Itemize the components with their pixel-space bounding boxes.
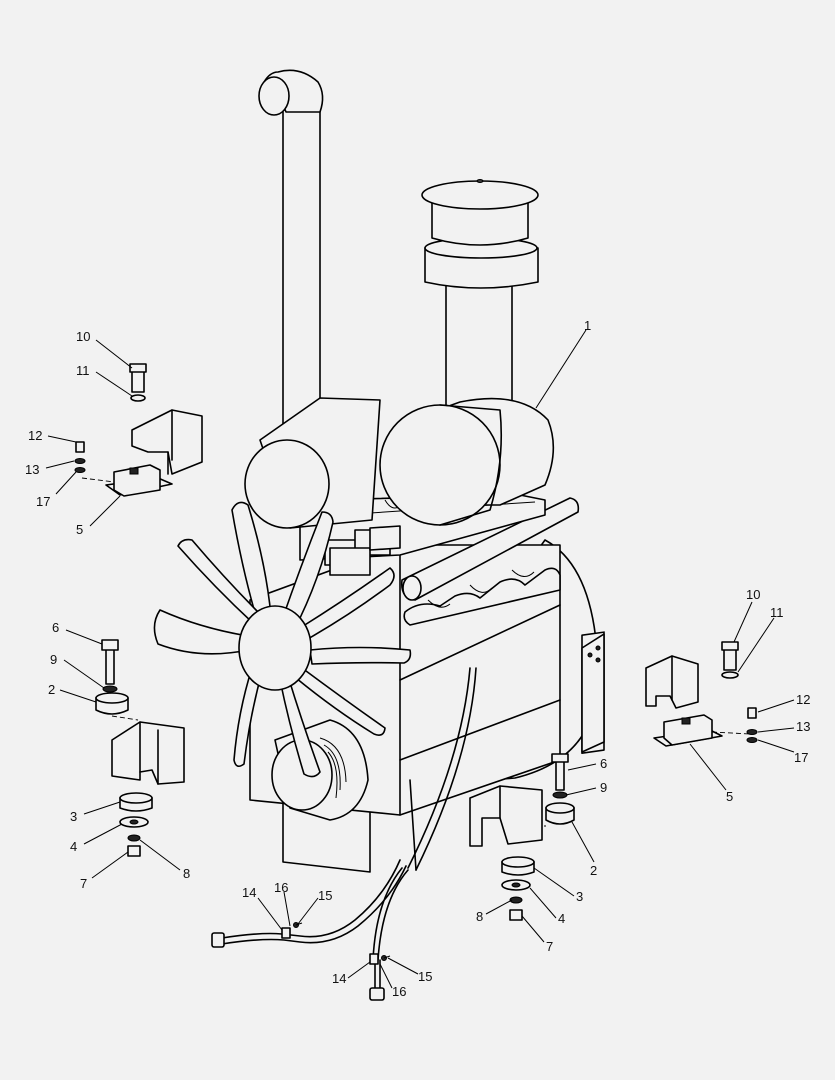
callout-7-right: 7 <box>546 939 553 954</box>
callout-6-right: 6 <box>600 756 607 771</box>
right-lower-mount-group <box>469 753 575 921</box>
callout-8-left: 8 <box>183 866 190 881</box>
callout-11-left: 11 <box>76 363 90 378</box>
callout-17-left: 17 <box>36 494 50 509</box>
callout-9-right: 9 <box>600 780 607 795</box>
callout-7-left: 7 <box>80 876 87 891</box>
callout-5-left: 5 <box>76 522 83 537</box>
callout-15-lower: 15 <box>418 969 432 984</box>
callout-9-left: 9 <box>50 652 57 667</box>
callout-4-left: 4 <box>70 839 77 854</box>
callout-13-left: 13 <box>25 462 39 477</box>
callout-16-upper: 16 <box>274 880 288 895</box>
air-cleaner <box>421 179 539 411</box>
right-upper-mount-group <box>645 641 758 747</box>
cooling-fan <box>153 501 412 778</box>
callout-3-right: 3 <box>576 889 583 904</box>
callout-10-right: 10 <box>746 587 760 602</box>
leader-lines <box>45 329 795 989</box>
callout-labels: 1 10 11 12 13 17 5 6 9 2 3 4 7 8 10 11 1… <box>25 318 810 999</box>
exhaust-stack <box>258 69 324 441</box>
callout-3-left: 3 <box>70 809 77 824</box>
callout-5-right: 5 <box>726 789 733 804</box>
callout-12-right: 12 <box>796 692 810 707</box>
callout-2-left: 2 <box>48 682 55 697</box>
left-lower-mount-group <box>95 639 185 857</box>
callout-13-right: 13 <box>796 719 810 734</box>
callout-14-upper: 14 <box>242 885 256 900</box>
callout-4-right: 4 <box>558 911 565 926</box>
left-upper-mount-group <box>74 363 203 497</box>
engine-assembly <box>153 69 605 873</box>
muffler-canister <box>244 397 381 529</box>
callout-16-lower: 16 <box>392 984 406 999</box>
callout-2-right: 2 <box>590 863 597 878</box>
callout-8-right: 8 <box>476 909 483 924</box>
callout-1: 1 <box>584 318 591 333</box>
callout-10-left: 10 <box>76 329 90 344</box>
intake-manifold <box>400 497 580 626</box>
air-cleaner-housing <box>379 397 555 526</box>
callout-14-lower: 14 <box>332 971 346 986</box>
callout-11-right: 11 <box>770 605 784 620</box>
callout-15-upper: 15 <box>318 888 332 903</box>
callout-17-right: 17 <box>794 750 808 765</box>
wiring-harness <box>211 859 409 1001</box>
callout-12-left: 12 <box>28 428 42 443</box>
callout-6-left: 6 <box>52 620 59 635</box>
